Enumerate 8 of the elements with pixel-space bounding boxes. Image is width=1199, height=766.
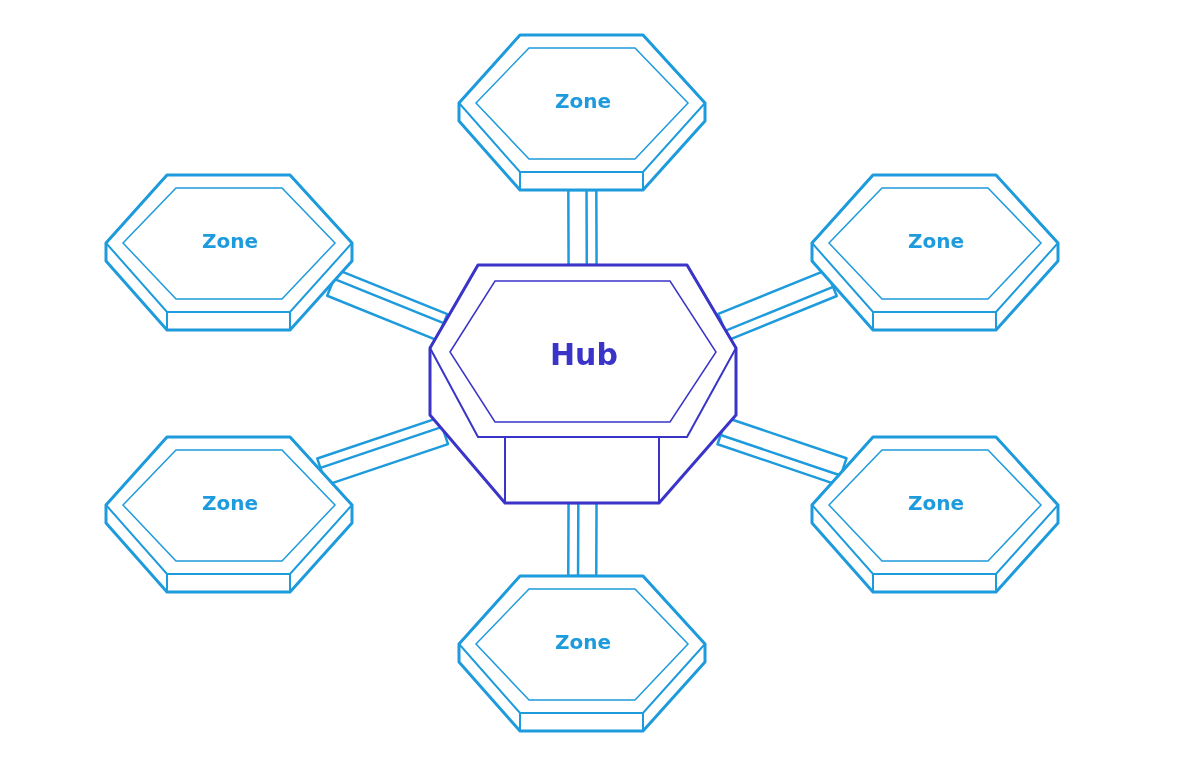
zone-label: Zone xyxy=(200,229,259,253)
zone-label: Zone xyxy=(553,89,612,113)
zone-label: Zone xyxy=(906,229,965,253)
zone-label: Zone xyxy=(553,630,612,654)
zone-label: Zone xyxy=(906,491,965,515)
zone-label: Zone xyxy=(200,491,259,515)
connector-bar xyxy=(316,416,450,487)
hub-label: Hub xyxy=(549,337,619,372)
